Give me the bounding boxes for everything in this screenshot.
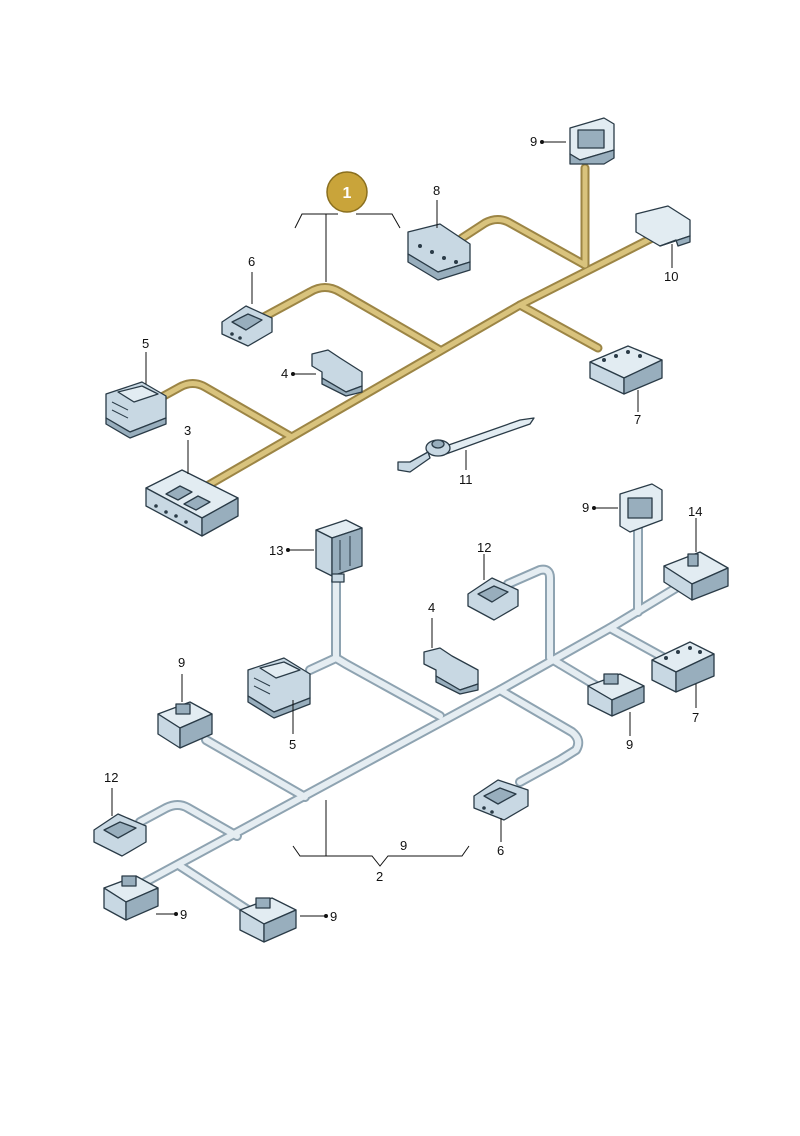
harness-2-number: 2 [376, 869, 383, 884]
label-9-left: 9 [178, 655, 185, 670]
label-4-lower: 4 [428, 600, 435, 615]
label-13: 13 [269, 543, 283, 558]
connector-9-mid-right [587, 673, 645, 717]
harness-1-badge: 1 [326, 171, 368, 213]
connector-14 [663, 551, 729, 601]
connector-9-bottom-left [103, 875, 159, 921]
connector-9-top [569, 117, 615, 165]
harness-2-bracket [292, 845, 470, 867]
label-9-top: 9 [530, 134, 537, 149]
connector-13 [315, 519, 363, 583]
connector-8 [407, 223, 471, 281]
connector-6-lower [473, 779, 529, 821]
connector-10 [635, 205, 691, 247]
connector-9-lower-top [619, 483, 663, 533]
label-12-lower-left: 12 [104, 770, 118, 785]
harness-2-bracket-text: 9 [400, 838, 407, 853]
connector-5-lower [247, 657, 311, 719]
label-14: 14 [688, 504, 702, 519]
connector-12-lower-left [93, 813, 147, 857]
harness-1-bracket [294, 213, 401, 229]
label-6-lower: 6 [497, 843, 504, 858]
label-9-lower-top: 9 [582, 500, 589, 515]
harness-1-wires [155, 163, 673, 495]
connector-7-lower [651, 641, 715, 693]
connector-6-upper [221, 305, 273, 347]
label-7-upper: 7 [634, 412, 641, 427]
label-11: 11 [459, 472, 473, 487]
part-4-upper [311, 349, 363, 397]
connector-5-upper [105, 381, 167, 439]
connector-9-left [157, 701, 213, 749]
part-11-strap [397, 417, 535, 473]
label-10: 10 [664, 269, 678, 284]
svg-text:1: 1 [343, 185, 352, 202]
label-9-mid-right: 9 [626, 737, 633, 752]
label-4-upper: 4 [281, 366, 288, 381]
label-7-lower: 7 [692, 710, 699, 725]
connector-7-upper [589, 345, 663, 395]
label-6-upper: 6 [248, 254, 255, 269]
label-5-lower: 5 [289, 737, 296, 752]
part-4-lower [423, 647, 479, 695]
label-9-bottom-right: 9 [330, 909, 337, 924]
label-5-upper: 5 [142, 336, 149, 351]
connector-12-lower-top [467, 577, 519, 621]
harness-2-wires [133, 523, 681, 915]
label-12-lower-top: 12 [477, 540, 491, 555]
connector-3 [145, 469, 239, 537]
connector-9-bottom-right [239, 897, 297, 943]
label-3: 3 [184, 423, 191, 438]
label-9-bottom-left: 9 [180, 907, 187, 922]
label-8: 8 [433, 183, 440, 198]
